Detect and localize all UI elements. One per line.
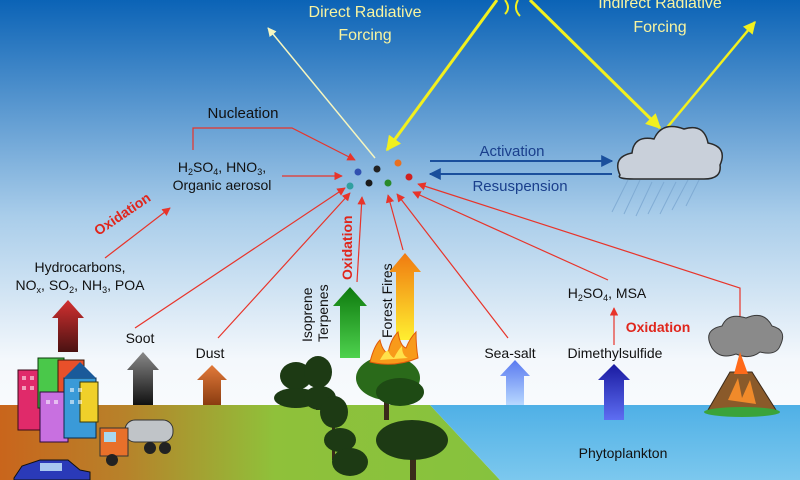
isoprene-up-arrow [333, 287, 367, 358]
indirect-forcing-label: Indirect Radiative [598, 0, 722, 12]
soot-up-arrow [127, 352, 159, 405]
direct-forcing-label-2: Forcing [338, 27, 391, 44]
nucleation-label: Nucleation [208, 105, 279, 122]
dms-up-arrow [598, 364, 630, 420]
car-icon [13, 459, 91, 480]
sea-salt-arrow [396, 193, 509, 339]
fire-icon [369, 330, 419, 365]
sun-icon [504, 0, 521, 17]
oxidation-right-label: Oxidation [626, 319, 691, 335]
indirect-forcing-label-2: Forcing [633, 19, 686, 36]
soot-arrow [134, 187, 346, 329]
forest-fire-arrow [385, 194, 404, 251]
incoming-sun-ray [385, 0, 499, 152]
sea-salt-label: Sea-salt [484, 345, 535, 361]
fire-up-arrow [389, 253, 421, 340]
indirect-forcing-ray-out [664, 21, 756, 131]
dms-arrow [412, 191, 609, 281]
trees-icon [274, 356, 448, 480]
dust-arrow [217, 192, 351, 339]
dust-up-arrow [197, 365, 227, 405]
rain-cloud-icon [611, 125, 723, 217]
ocean [430, 405, 800, 480]
direct-forcing-ray-out [267, 27, 376, 159]
land-ground [0, 405, 500, 480]
city-buildings-icon [17, 357, 99, 443]
terpenes-label: Terpenes [315, 284, 331, 342]
emissions-label: NOx, SO2, NH3, POA [16, 277, 146, 295]
hydrocarbons-label: Hydrocarbons, [34, 259, 125, 275]
volcano-icon [704, 314, 784, 417]
emissions-up-arrow [52, 300, 84, 352]
soot-label: Soot [126, 330, 155, 346]
phytoplankton-label: Phytoplankton [579, 445, 668, 461]
h2so4-msa-label: H2SO4, MSA [568, 285, 647, 303]
h2so4-hno3-label: H2SO4, HNO3, [178, 159, 266, 177]
oxidation-left-arrow [104, 207, 171, 259]
nucleation-arrow [192, 127, 356, 161]
organic-aerosol-label: Organic aerosol [173, 177, 272, 193]
oxidation-center-label: Oxidation [339, 215, 355, 280]
indirect-forcing-ray-in [528, 0, 662, 130]
direct-forcing-label: Direct Radiative [309, 4, 422, 21]
isoprene-label: Isoprene [299, 287, 315, 342]
forest-fires-label: Forest Fires [379, 263, 395, 338]
biogenic-arrow [356, 196, 366, 283]
resuspension-label: Resuspension [472, 178, 567, 195]
dimethylsulfide-label: Dimethylsulfide [568, 345, 663, 361]
tanker-truck-icon [99, 419, 174, 466]
activation-label: Activation [479, 143, 544, 160]
aerosol-particles [346, 159, 413, 190]
volcano-arrow [417, 182, 741, 328]
sea-salt-up-arrow [500, 360, 530, 405]
dust-label: Dust [196, 345, 225, 361]
